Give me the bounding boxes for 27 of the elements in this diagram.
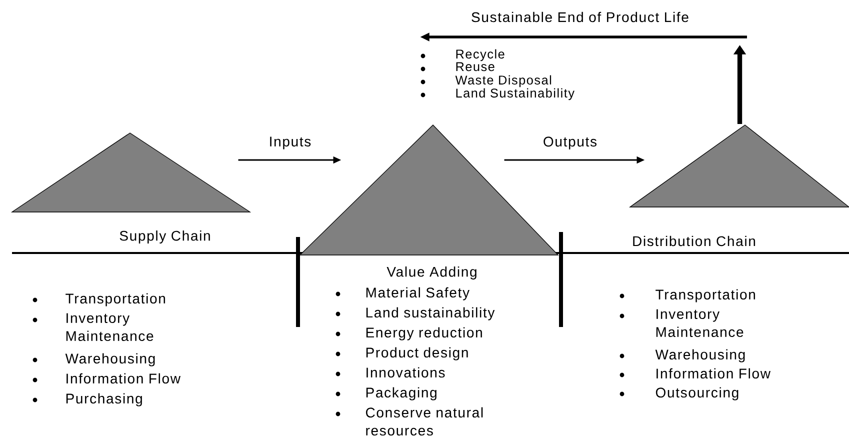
section-title: Supply Chain xyxy=(120,230,210,244)
heading: Sustainable End of Product Life xyxy=(472,12,688,22)
section-title: Distribution Chain xyxy=(633,236,756,246)
edge-label: Outputs xyxy=(544,136,596,150)
list-item: Inventory Maintenance xyxy=(656,309,744,338)
list-item: Recycle xyxy=(456,49,504,62)
list-item: Warehousing xyxy=(65,353,155,366)
list-item: Information Flow xyxy=(656,368,771,379)
list-item: Warehousing xyxy=(655,349,745,362)
list-item: Reuse xyxy=(456,62,494,72)
list-item: Purchasing xyxy=(66,393,142,406)
list-item: Land sustainability xyxy=(366,307,495,320)
list-item: Packaging xyxy=(366,387,436,400)
list-item: Land Sustainability xyxy=(456,88,574,100)
list-item: Transportation xyxy=(656,289,755,302)
list-item: Energy reduction xyxy=(366,327,482,340)
list-item: Material Safety xyxy=(366,287,470,300)
list-item: Conserve natural resources xyxy=(366,407,483,436)
list-item: Information Flow xyxy=(66,373,181,384)
edge-label: Inputs xyxy=(270,136,311,150)
list-item: Outsourcing xyxy=(656,387,738,400)
list-item: Waste Disposal xyxy=(455,75,552,88)
list-item: Innovations xyxy=(366,367,445,378)
list-item: Product design xyxy=(366,347,468,360)
list-item: Inventory Maintenance xyxy=(66,313,154,342)
list-item: Transportation xyxy=(66,293,166,306)
section-title: Value Adding xyxy=(386,266,476,280)
